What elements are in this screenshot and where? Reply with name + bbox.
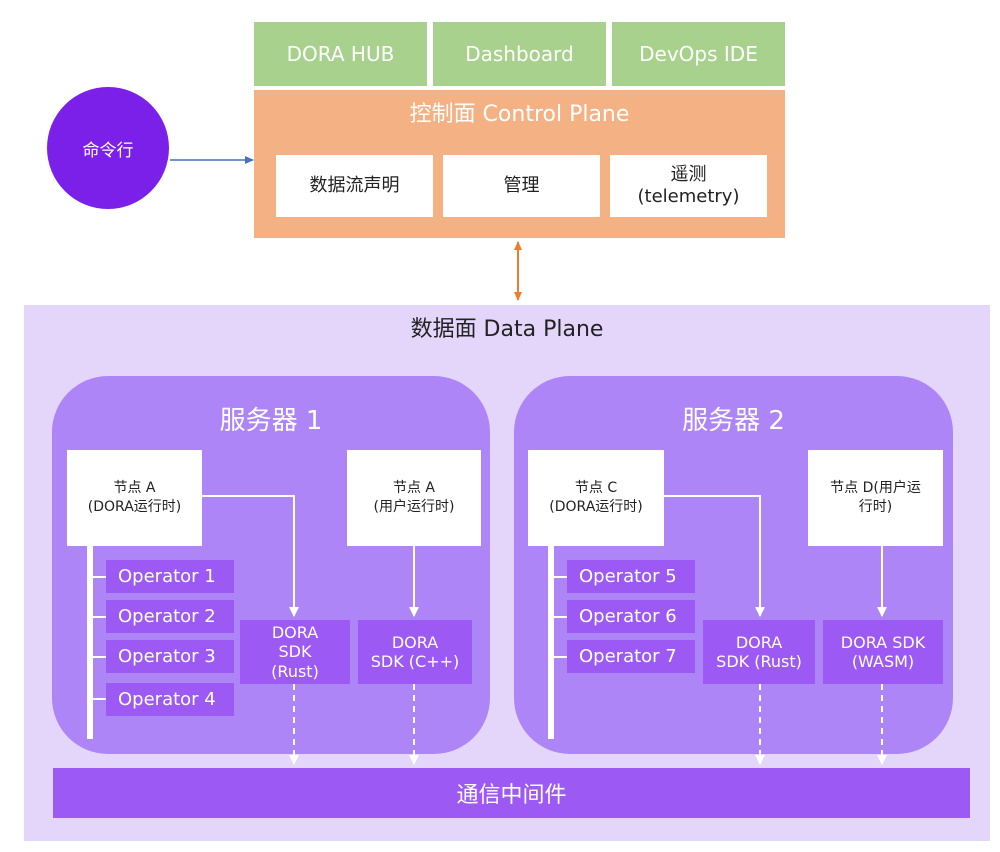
operator-3: Operator 3 [106,640,234,673]
node-d-user-runtime: 节点 D(用户运 行时) [808,450,943,546]
dataflow-declaration-box: 数据流声明 [276,155,433,217]
dora-sdk-wasm: DORA SDK (WASM) [823,620,943,684]
node-c-dora-runtime: 节点 C (DORA运行时) [528,450,664,546]
cli-label: 命令行 [82,140,134,161]
operator-5: Operator 5 [567,560,695,593]
operator-7: Operator 7 [567,640,695,673]
management-box: 管理 [443,155,600,217]
node-c-to-rust-sdk-arrow [664,495,765,617]
operator-2: Operator 2 [106,600,234,633]
telemetry-box: 遥测 (telemetry) [610,155,767,217]
cli-circle: 命令行 [47,87,169,209]
node-a-to-rust-sdk-arrow [202,495,299,617]
dora-sdk-rust-server-1: DORA SDK (Rust) [240,620,350,684]
operator-6: Operator 6 [567,600,695,633]
server-1-operator-ticks [93,576,106,700]
server-2-title: 服务器 2 [682,405,785,436]
operator-1: Operator 1 [106,560,234,593]
dora-sdk-rust-server-2: DORA SDK (Rust) [703,620,815,684]
dora-sdk-cpp: DORA SDK (C++) [358,620,472,684]
server-2-operator-bus [548,546,554,739]
server-1-title: 服务器 1 [219,405,323,436]
tab-dora-hub: DORA HUB [254,22,427,86]
server-1-operator-bus [87,546,93,739]
control-plane-title: 控制面 Control Plane [409,102,630,127]
tab-devops-ide: DevOps IDE [612,22,785,86]
node-a-dora-runtime: 节点 A (DORA运行时) [67,450,202,546]
tab-dashboard: Dashboard [433,22,606,86]
operator-4: Operator 4 [106,683,234,716]
communication-middleware: 通信中间件 [53,768,970,818]
data-plane-title: 数据面 Data Plane [410,317,604,342]
server-2-operator-ticks [554,576,567,658]
node-a-user-runtime: 节点 A (用户运行时) [347,450,481,546]
